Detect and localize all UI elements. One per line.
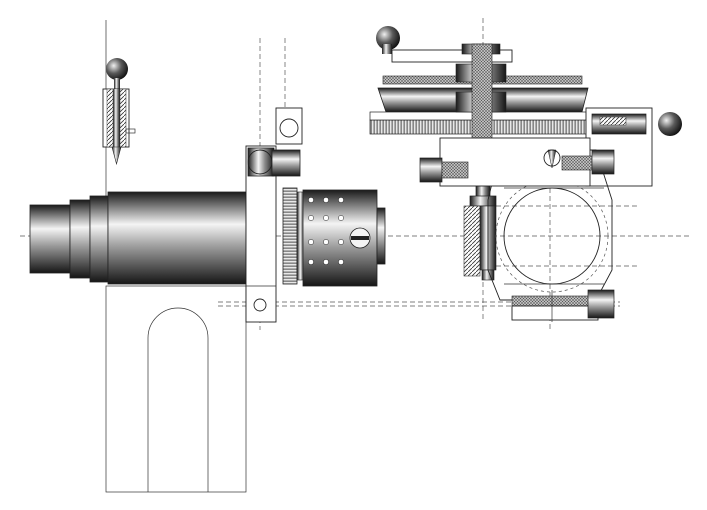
mounting-plate (245, 107, 303, 323)
clamp-ring (419, 137, 615, 322)
base-column (105, 20, 247, 493)
handwheel (369, 26, 593, 145)
small-tool-holder (102, 58, 136, 166)
dial-holes (308, 197, 344, 265)
spindle-body (29, 191, 247, 285)
gear-ring (282, 187, 306, 285)
holder-ball-icon (106, 58, 128, 80)
adjusting-screws (504, 187, 604, 285)
side-ball-icon (658, 112, 682, 136)
micrometer-dial (302, 189, 386, 287)
